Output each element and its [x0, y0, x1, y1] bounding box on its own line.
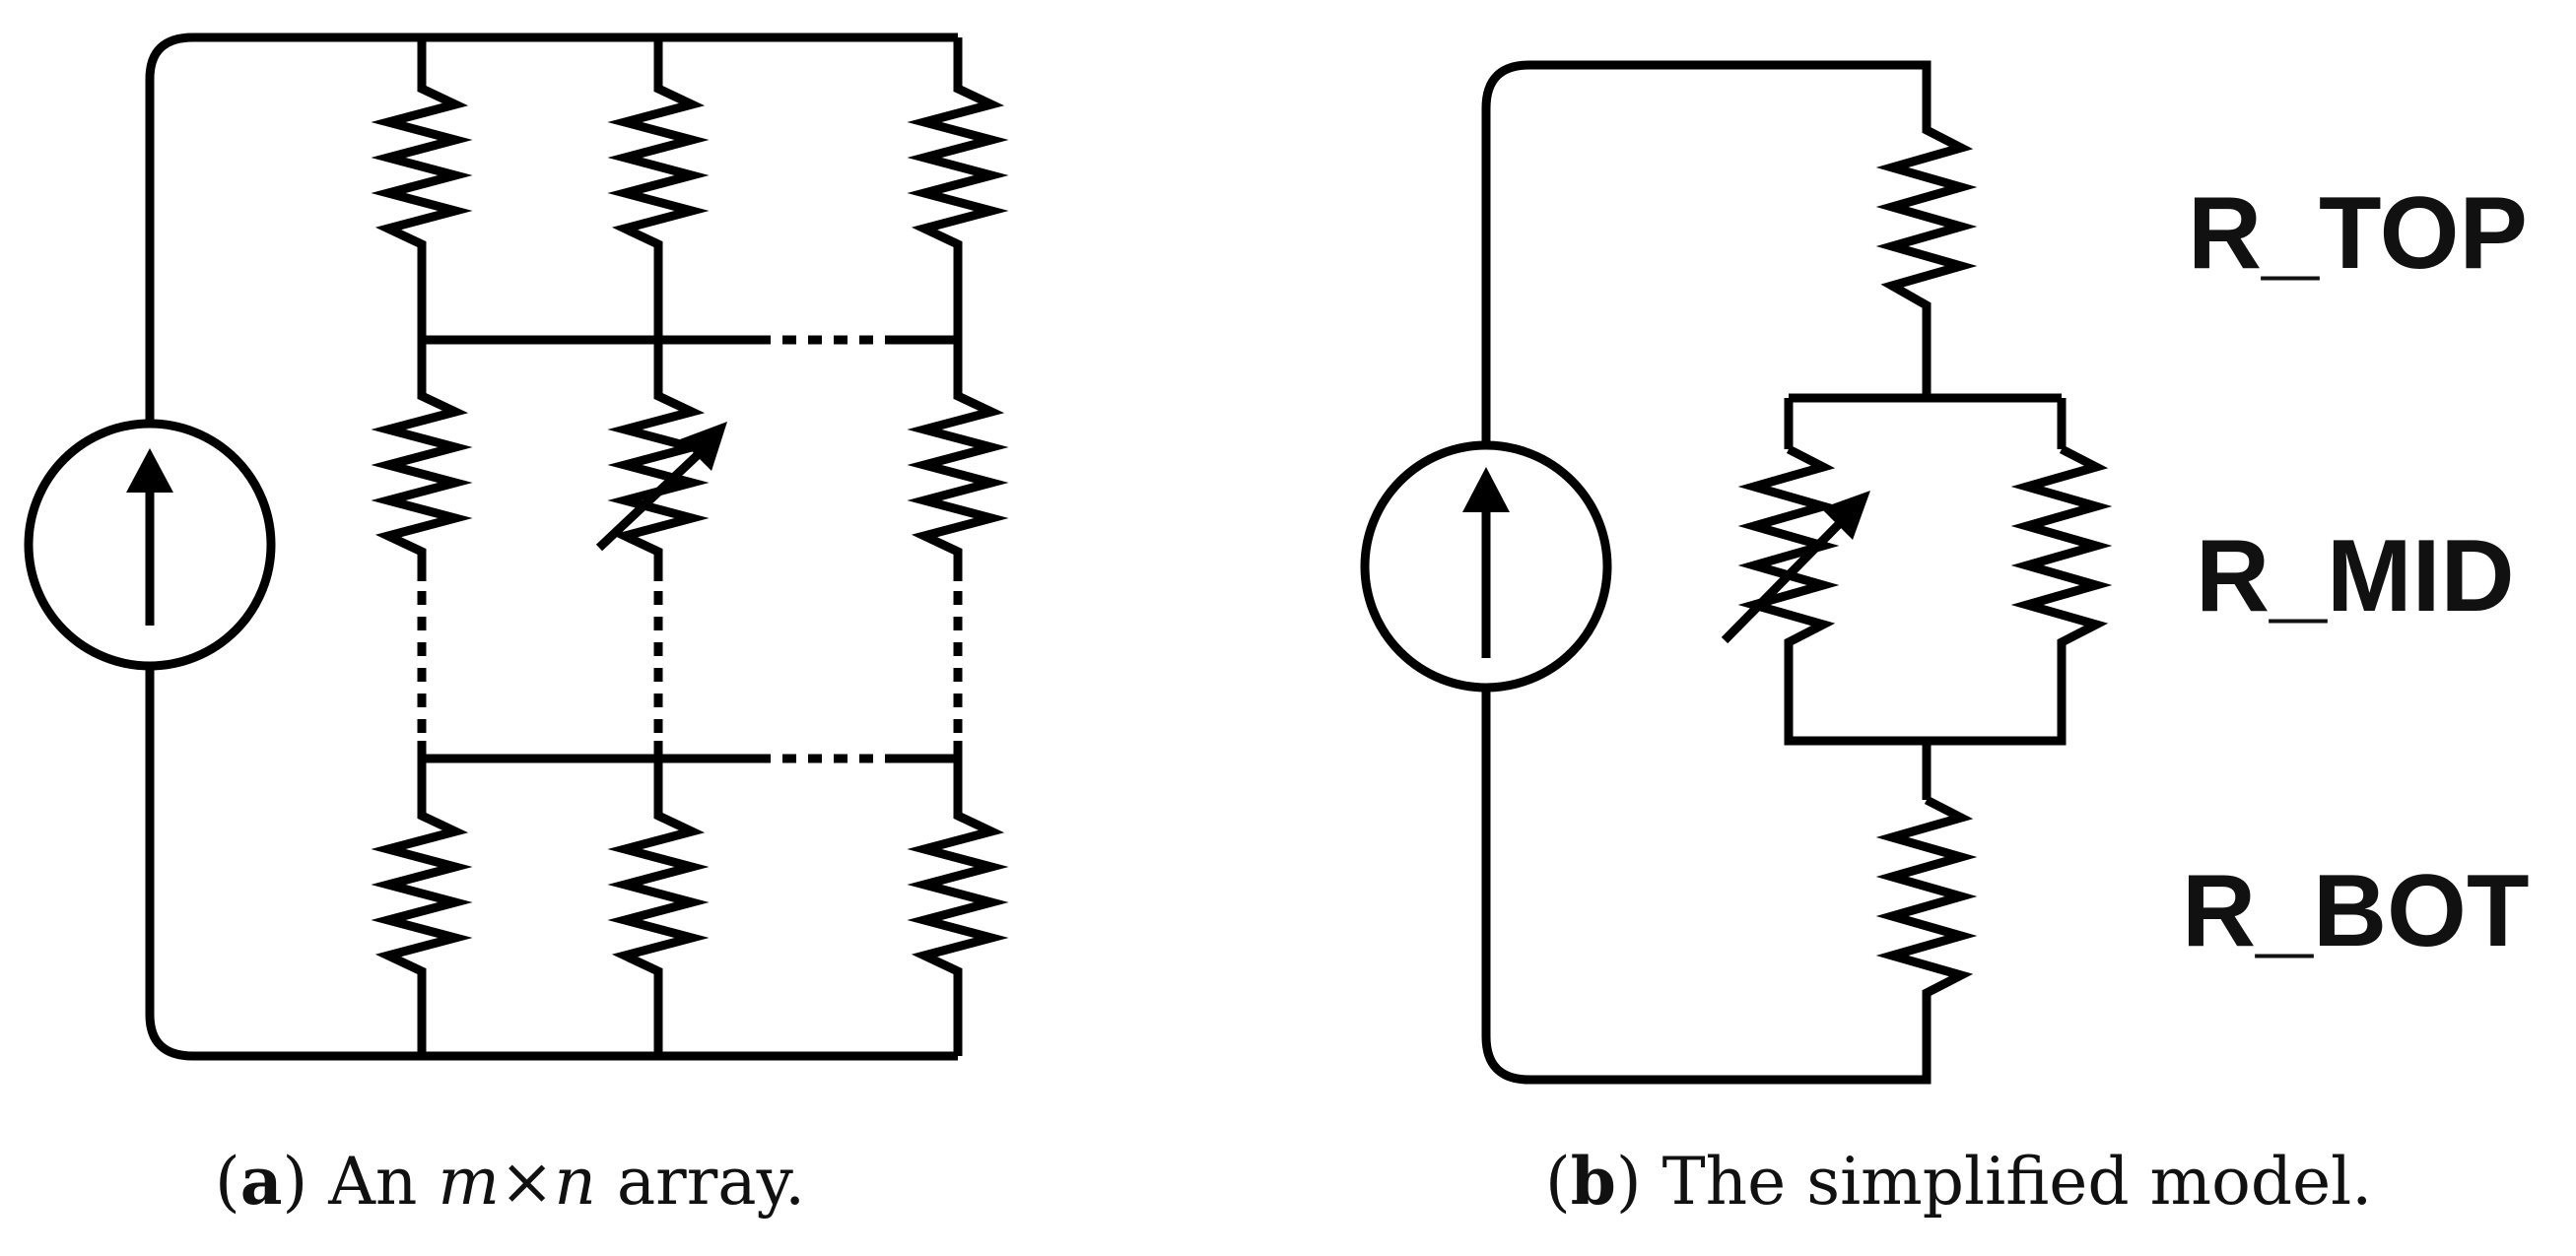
resistor-r12 [607, 37, 710, 340]
resistor-r-bot [1875, 795, 1978, 1007]
outer-loop-right [1481, 60, 1932, 1085]
caption-panel-a: (a) An m×n array. [215, 1143, 806, 1220]
resistor-r11 [371, 37, 473, 340]
resistor-r1n [907, 37, 1009, 340]
panel-b-simplified-circuit: R_TOP R_MID R_BOT [1360, 60, 2529, 1085]
bus-row-m [417, 741, 963, 763]
variable-resistor-r22 [607, 340, 710, 581]
resistor-r-mid [2010, 444, 2113, 662]
outer-loop-left [145, 33, 958, 1061]
variable-resistor-r-mid [1737, 444, 1840, 662]
current-source-icon [1360, 440, 1612, 693]
resistor-r2n [907, 340, 1009, 581]
current-source-icon [24, 419, 276, 671]
resistor-rm1 [371, 759, 473, 1056]
label-r-mid: R_MID [2196, 519, 2515, 633]
resistor-rmn [907, 759, 1009, 1056]
variable-arrow-icon [595, 422, 727, 552]
caption-tag-b: b [1570, 1143, 1616, 1220]
parallel-block [1784, 393, 2067, 800]
variable-arrow-icon [1721, 491, 1870, 644]
caption-tag-a: a [239, 1143, 283, 1220]
label-r-top: R_TOP [2188, 176, 2528, 291]
resistor-r21 [371, 340, 473, 581]
panel-a-array-circuit [24, 33, 1009, 1061]
label-r-bot: R_BOT [2182, 854, 2529, 968]
resistor-rm2 [607, 759, 710, 1056]
resistor-r-top [1875, 120, 1978, 398]
caption-panel-b: (b) The simplified model. [1545, 1143, 2373, 1220]
